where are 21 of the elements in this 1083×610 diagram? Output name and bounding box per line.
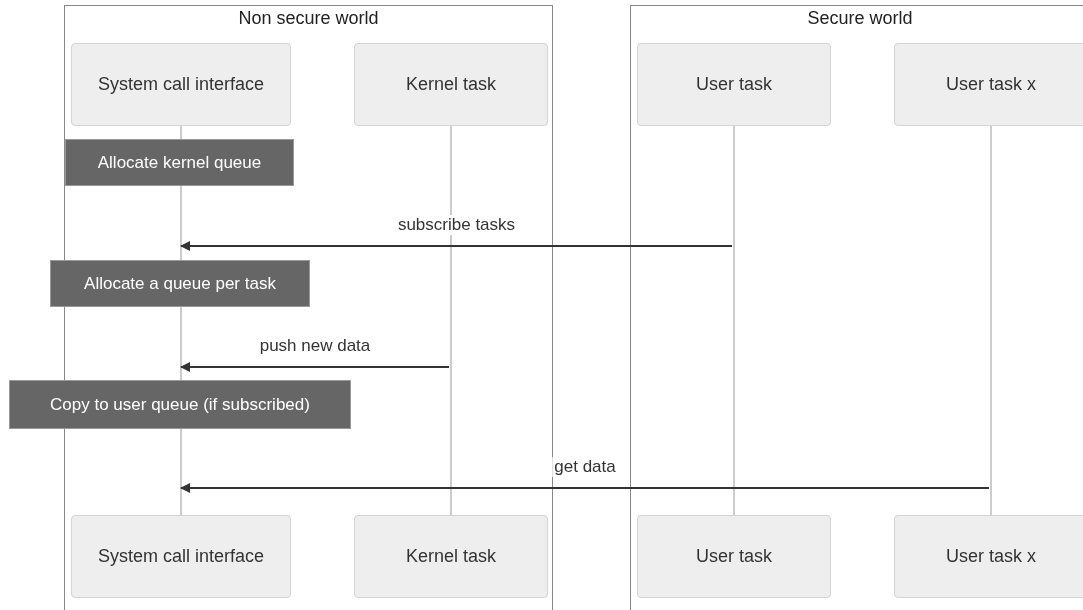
group-title: Non secure world [237, 7, 380, 30]
participant-box: User task x [894, 43, 1083, 126]
participant-box: User task [637, 43, 831, 126]
edge-label: subscribe tasks [395, 215, 518, 235]
lifeline [990, 126, 992, 515]
participant-box: Kernel task [354, 43, 548, 126]
participant-box: User task [637, 515, 831, 598]
message-arrow [180, 362, 450, 372]
lifeline [733, 126, 735, 515]
participant-box: User task x [894, 515, 1083, 598]
participant-box: System call interface [71, 43, 291, 126]
participant-box: Kernel task [354, 515, 548, 598]
note-box: Copy to user queue (if subscribed) [9, 380, 351, 429]
message-arrow [180, 241, 733, 251]
group-frame [630, 5, 1083, 610]
participant-box: System call interface [71, 515, 291, 598]
edge-label: push new data [257, 336, 373, 356]
message-arrow [180, 483, 990, 493]
edge-label: get data [552, 457, 618, 477]
group-title: Secure world [806, 7, 914, 30]
lifeline [450, 126, 452, 515]
